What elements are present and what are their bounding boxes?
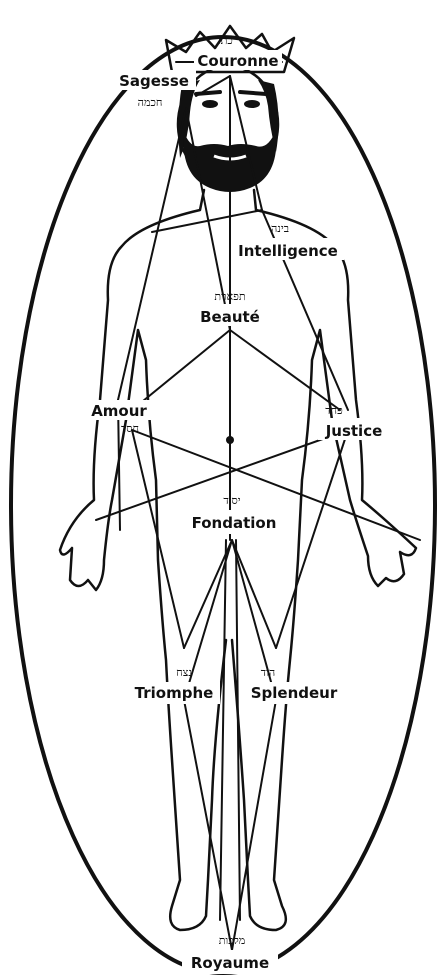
sefira-triomphe: נצח Triomphe [135, 666, 214, 702]
label-sagesse: Sagesse [119, 72, 189, 90]
label-splendeur: Splendeur [251, 684, 338, 702]
navel [226, 436, 234, 444]
label-royaume: Royaume [191, 954, 269, 972]
hebrew-label-couronne: כתר [215, 34, 233, 47]
label-triomphe: Triomphe [135, 684, 214, 702]
hebrew-label-beaute: תפארת [214, 290, 245, 303]
body-outline-right [232, 190, 416, 930]
right-eye [244, 100, 260, 108]
sefira-splendeur: הוד Splendeur [251, 666, 338, 702]
hebrew-label-amour: חסד [121, 422, 139, 435]
left-eye [202, 100, 218, 108]
sefira-justice: פחד Justice [325, 404, 383, 440]
hebrew-label-sagesse: חכמה [138, 96, 163, 109]
body-outline-left [60, 190, 226, 930]
label-amour: Amour [91, 402, 147, 420]
label-fondation: Fondation [192, 514, 277, 532]
label-intelligence: Intelligence [238, 242, 338, 260]
right-eyebrow [240, 92, 266, 94]
label-couronne: Couronne [197, 52, 278, 70]
hebrew-label-justice: פחד [325, 404, 343, 417]
hebrew-label-intelligence: בינה [271, 222, 289, 235]
hebrew-label-triomphe: נצח [176, 666, 192, 679]
hebrew-label-splendeur: הוד [261, 666, 275, 679]
label-justice: Justice [325, 422, 383, 440]
hebrew-label-royaume: מלכות [219, 934, 246, 947]
hebrew-label-fondation: יסוד [223, 494, 240, 507]
sefira-sagesse: Sagesse חכמה [119, 72, 189, 109]
sefira-beaute: תפארת Beauté [200, 290, 260, 326]
label-beaute: Beauté [200, 308, 260, 326]
